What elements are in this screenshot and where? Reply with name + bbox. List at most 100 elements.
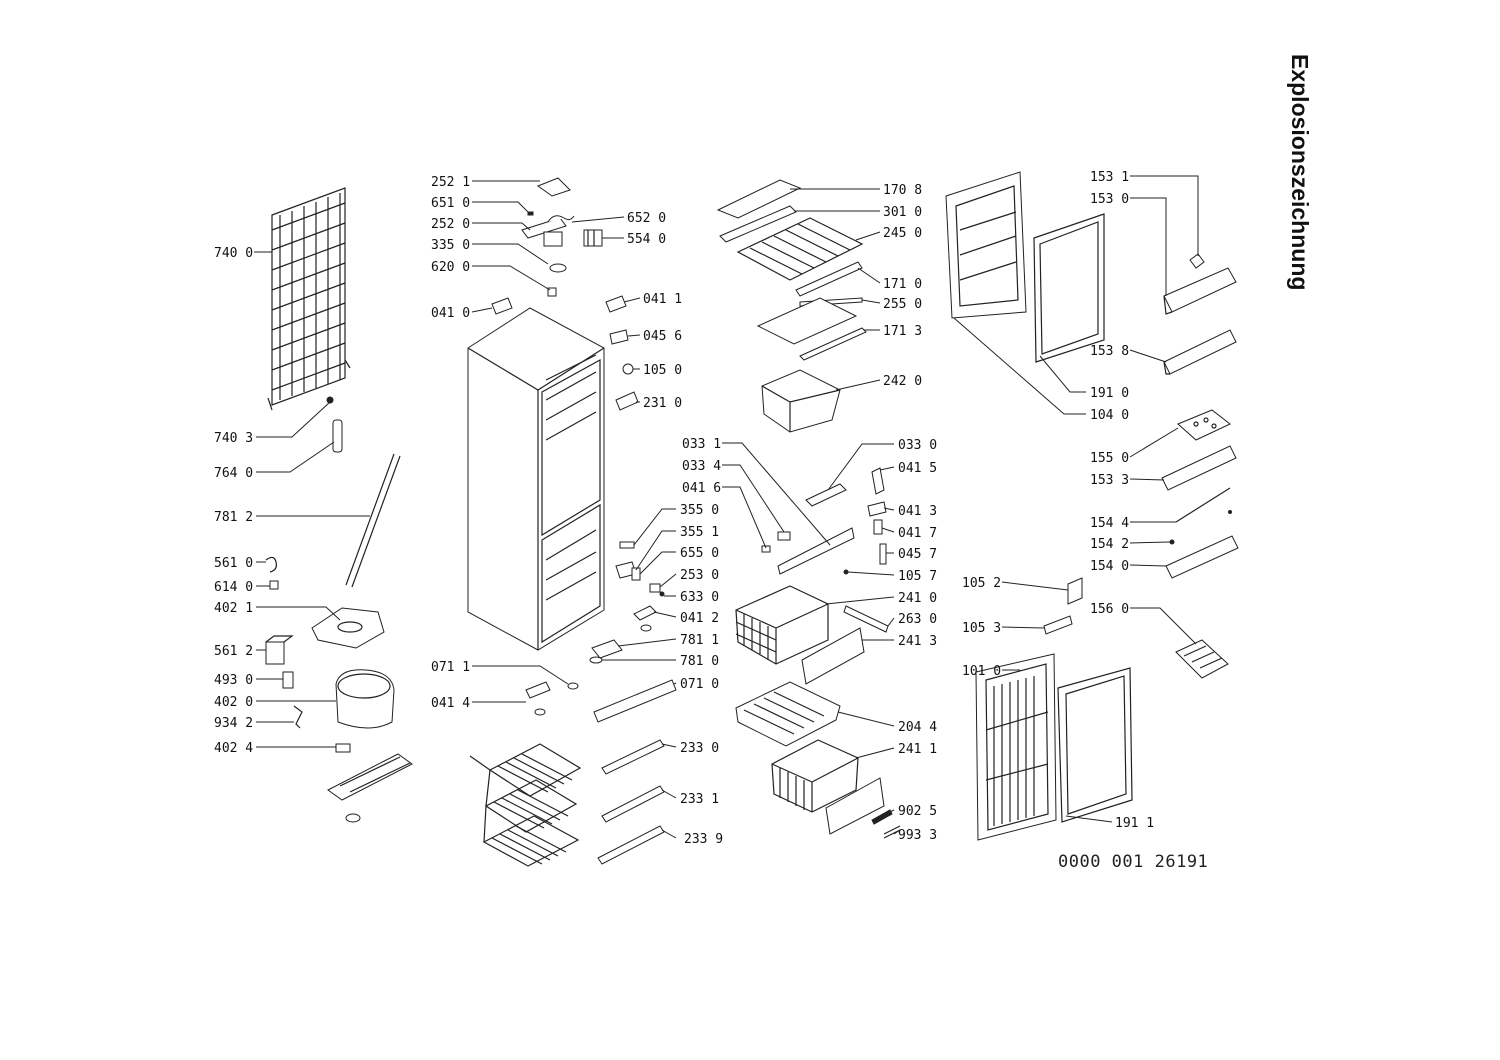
label-241-3: 241 3 (898, 634, 937, 649)
label-655-0: 655 0 (680, 546, 719, 561)
label-252-1: 252 1 (431, 175, 470, 190)
label-041-5: 041 5 (898, 461, 937, 476)
label-253-0: 253 0 (680, 568, 719, 583)
wire-shelves-set (469, 743, 582, 867)
label-355-0: 355 0 (680, 503, 719, 518)
trim-171-0 (795, 261, 863, 297)
grommet-740-3 (326, 396, 334, 404)
trim-171-3 (799, 327, 867, 361)
label-154-4: 154 4 (1090, 516, 1129, 531)
label-105-2: 105 2 (962, 576, 1001, 591)
label-335-0: 335 0 (431, 238, 470, 253)
label-652-0: 652 0 (627, 211, 666, 226)
bulb-651-0 (527, 211, 534, 216)
part-253-0 (649, 583, 661, 593)
hinge-231-0 (615, 391, 639, 411)
label-105-3: 105 3 (962, 621, 1001, 636)
label-740-3: 740 3 (214, 431, 253, 446)
label-263-0: 263 0 (898, 612, 937, 627)
label-153-1: 153 1 (1090, 170, 1129, 185)
drawer-front-241-3 (801, 627, 865, 685)
thermostat-335-0 (543, 231, 563, 247)
clip-614-0 (269, 580, 279, 590)
label-153-8: 153 8 (1090, 344, 1129, 359)
label-233-1: 233 1 (680, 792, 719, 807)
part-355-0 (619, 541, 635, 549)
door-accessories-group (1161, 253, 1239, 679)
part-153-1 (1189, 253, 1205, 269)
relay-box (265, 635, 294, 665)
compressor (335, 669, 395, 729)
doors-group (945, 171, 1133, 841)
label-242-0: 242 0 (883, 374, 922, 389)
label-041-2: 041 2 (680, 611, 719, 626)
label-781-2: 781 2 (214, 510, 253, 525)
label-781-0: 781 0 (680, 654, 719, 669)
label-191-1: 191 1 (1115, 816, 1154, 831)
label-155-0: 155 0 (1090, 451, 1129, 466)
label-493-0: 493 0 (214, 673, 253, 688)
shelf-rail-170-8 (716, 179, 802, 219)
label-902-5: 902 5 (898, 804, 937, 819)
freezer-door-101-0 (975, 653, 1057, 841)
door-gasket-191-0 (1033, 213, 1105, 363)
lamp-holder (547, 287, 557, 297)
label-170-8: 170 8 (883, 183, 922, 198)
cabinet-group (467, 177, 677, 867)
condenser-group (265, 187, 413, 823)
bracket-041-4 (525, 681, 551, 699)
hinge-105-2 (1067, 577, 1083, 605)
label-105-7: 105 7 (898, 569, 937, 584)
label-651-0: 651 0 (431, 196, 470, 211)
clip-561-0 (265, 556, 277, 573)
switch-554-0 (583, 229, 603, 247)
label-402-4: 402 4 (214, 741, 253, 756)
label-561-0: 561 0 (214, 556, 253, 571)
label-045-7: 045 7 (898, 547, 937, 562)
label-402-1: 402 1 (214, 601, 253, 616)
freezer-basket-241-1 (771, 739, 859, 813)
glass-plate (756, 297, 858, 345)
label-764-0: 764 0 (214, 466, 253, 481)
bracket-033-0 (805, 483, 847, 507)
fridge-door-104-0 (945, 171, 1027, 319)
dryer-filter (332, 419, 343, 453)
part-labels: 740 0 740 3 764 0 781 2 561 0 614 0 402 … (214, 170, 1154, 847)
door-shelf-154-0 (1165, 535, 1239, 579)
label-561-2: 561 2 (214, 644, 253, 659)
leader-lines (254, 175, 1199, 839)
shelves-drawers-group (716, 179, 901, 839)
label-041-4: 041 4 (431, 696, 470, 711)
hinge-045-6 (609, 329, 629, 345)
door-gasket-191-1 (1057, 667, 1133, 823)
door-shelf-153-3 (1161, 445, 1237, 491)
hinge-cover-041-0 (491, 297, 513, 315)
part-041-7 (873, 519, 883, 535)
screw-633-0 (659, 591, 665, 597)
condenser-tube (345, 453, 401, 588)
plug-781-0 (589, 656, 603, 664)
knob-620-0 (549, 263, 567, 273)
label-071-1: 071 1 (431, 660, 470, 675)
label-071-0: 071 0 (680, 677, 719, 692)
cover-252-1 (536, 177, 571, 197)
label-993-3: 993 3 (898, 828, 937, 843)
clip-154-2 (1169, 539, 1175, 545)
label-620-0: 620 0 (431, 260, 470, 275)
strip-263-0 (843, 605, 889, 633)
hinge-105-3 (1043, 615, 1073, 635)
label-204-4: 204 4 (898, 720, 937, 735)
part-041-2 (633, 605, 657, 621)
label-153-3: 153 3 (1090, 473, 1129, 488)
screw-105-7 (843, 569, 849, 575)
wire-652-0 (547, 215, 575, 223)
part-902-5 (871, 809, 893, 825)
label-554-0: 554 0 (627, 232, 666, 247)
label-740-0: 740 0 (214, 246, 253, 261)
part-041-6 (761, 545, 771, 553)
label-101-0: 101 0 (962, 664, 1001, 679)
label-041-7: 041 7 (898, 526, 937, 541)
compressor-mounting-plate (327, 753, 413, 823)
light-cover-252-0 (521, 217, 567, 239)
